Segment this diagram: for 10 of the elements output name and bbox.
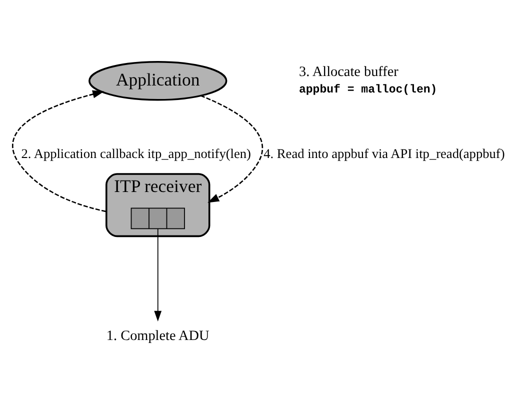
arrow <box>154 228 162 321</box>
arrow <box>200 94 264 202</box>
node-text: 1. Complete ADU <box>106 327 210 344</box>
node-label: 3. Allocate buffer <box>298 64 398 80</box>
arrow <box>12 90 107 212</box>
edge-label: 4. Read into appbuf via API itp_read(appbuf) <box>264 146 505 161</box>
cluster: ITP receiver <box>106 172 210 237</box>
edge-label: 2. Application callback itp_app_notify(len) <box>21 146 251 161</box>
node-label: appbuf = malloc(len) <box>298 83 438 96</box>
node-ellipse: Application <box>88 60 228 100</box>
